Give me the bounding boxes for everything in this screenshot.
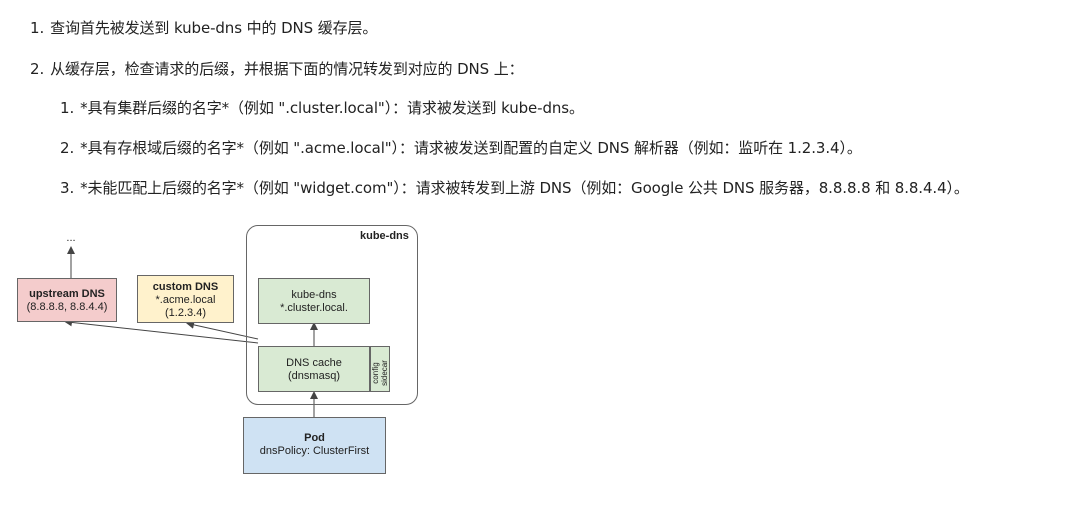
kube-dns-node-suffix: *.cluster.local. — [280, 302, 348, 314]
sub-item-1: 1. *具有集群后缀的名字*（例如 ".cluster.local"）：请求被发送… — [60, 98, 584, 118]
custom-dns-address: (1.2.3.4) — [165, 307, 206, 319]
list-item-text: 查询首先被发送到 kube-dns 中的 DNS 缓存层。 — [50, 19, 378, 37]
upstream-dns-node: upstream DNS (8.8.8.8, 8.8.4.4) — [17, 278, 117, 322]
kube-dns-node-name: kube-dns — [291, 289, 337, 301]
custom-dns-title: custom DNS — [152, 281, 219, 293]
sidecar-line-1: config — [371, 362, 380, 384]
diagram-ellipsis: ... — [66, 232, 76, 244]
dns-cache-node: DNS cache (dnsmasq) — [258, 346, 370, 392]
kube-dns-group — [246, 225, 418, 405]
list-item-1: 1. 查询首先被发送到 kube-dns 中的 DNS 缓存层。 — [30, 18, 377, 38]
pod-dns-policy: dnsPolicy: ClusterFirst — [259, 445, 370, 457]
list-item-text: 从缓存层，检查请求的后缀，并根据下面的情况转发到对应的 DNS 上： — [50, 60, 524, 78]
pod-title: Pod — [304, 432, 325, 444]
upstream-dns-title: upstream DNS — [29, 288, 105, 300]
list-item-number: 2. — [30, 60, 45, 78]
custom-dns-node: custom DNS *.acme.local (1.2.3.4) — [137, 275, 234, 323]
config-sidecar-node — [370, 346, 390, 392]
sidecar-line-2: sidecar — [380, 360, 389, 386]
dns-cache-impl: (dnsmasq) — [288, 370, 340, 382]
pod-node: Pod dnsPolicy: ClusterFirst — [243, 417, 386, 474]
sub-item-text: *具有集群后缀的名字*（例如 ".cluster.local"）：请求被发送到 … — [80, 99, 584, 117]
sub-item-3: 3. *未能匹配上后缀的名字*（例如 "widget.com"）：请求被转发到上游… — [60, 178, 969, 198]
sub-item-number: 3. — [60, 179, 75, 197]
list-item-number: 1. — [30, 19, 45, 37]
sub-item-number: 1. — [60, 99, 75, 117]
config-sidecar-label: config sidecar — [371, 349, 389, 397]
list-item-2: 2. 从缓存层，检查请求的后缀，并根据下面的情况转发到对应的 DNS 上： — [30, 59, 524, 79]
sub-item-2: 2. *具有存根域后缀的名字*（例如 ".acme.local"）：请求被发送到配… — [60, 138, 862, 158]
arrow-cache-to-upstream — [64, 318, 259, 344]
kube-dns-group-label: kube-dns — [360, 230, 409, 242]
sub-item-number: 2. — [60, 139, 75, 157]
upstream-dns-addresses: (8.8.8.8, 8.8.4.4) — [26, 301, 108, 313]
kube-dns-node: kube-dns *.cluster.local. — [258, 278, 370, 324]
sub-item-text: *未能匹配上后缀的名字*（例如 "widget.com"）：请求被转发到上游 D… — [80, 179, 969, 197]
custom-dns-suffix: *.acme.local — [155, 294, 216, 306]
sub-item-text: *具有存根域后缀的名字*（例如 ".acme.local"）：请求被发送到配置的… — [80, 139, 862, 157]
dns-cache-name: DNS cache — [286, 357, 342, 369]
dns-flow-diagram: ... upstream DNS (8.8.8.8, 8.8.4.4) cust… — [0, 220, 440, 480]
